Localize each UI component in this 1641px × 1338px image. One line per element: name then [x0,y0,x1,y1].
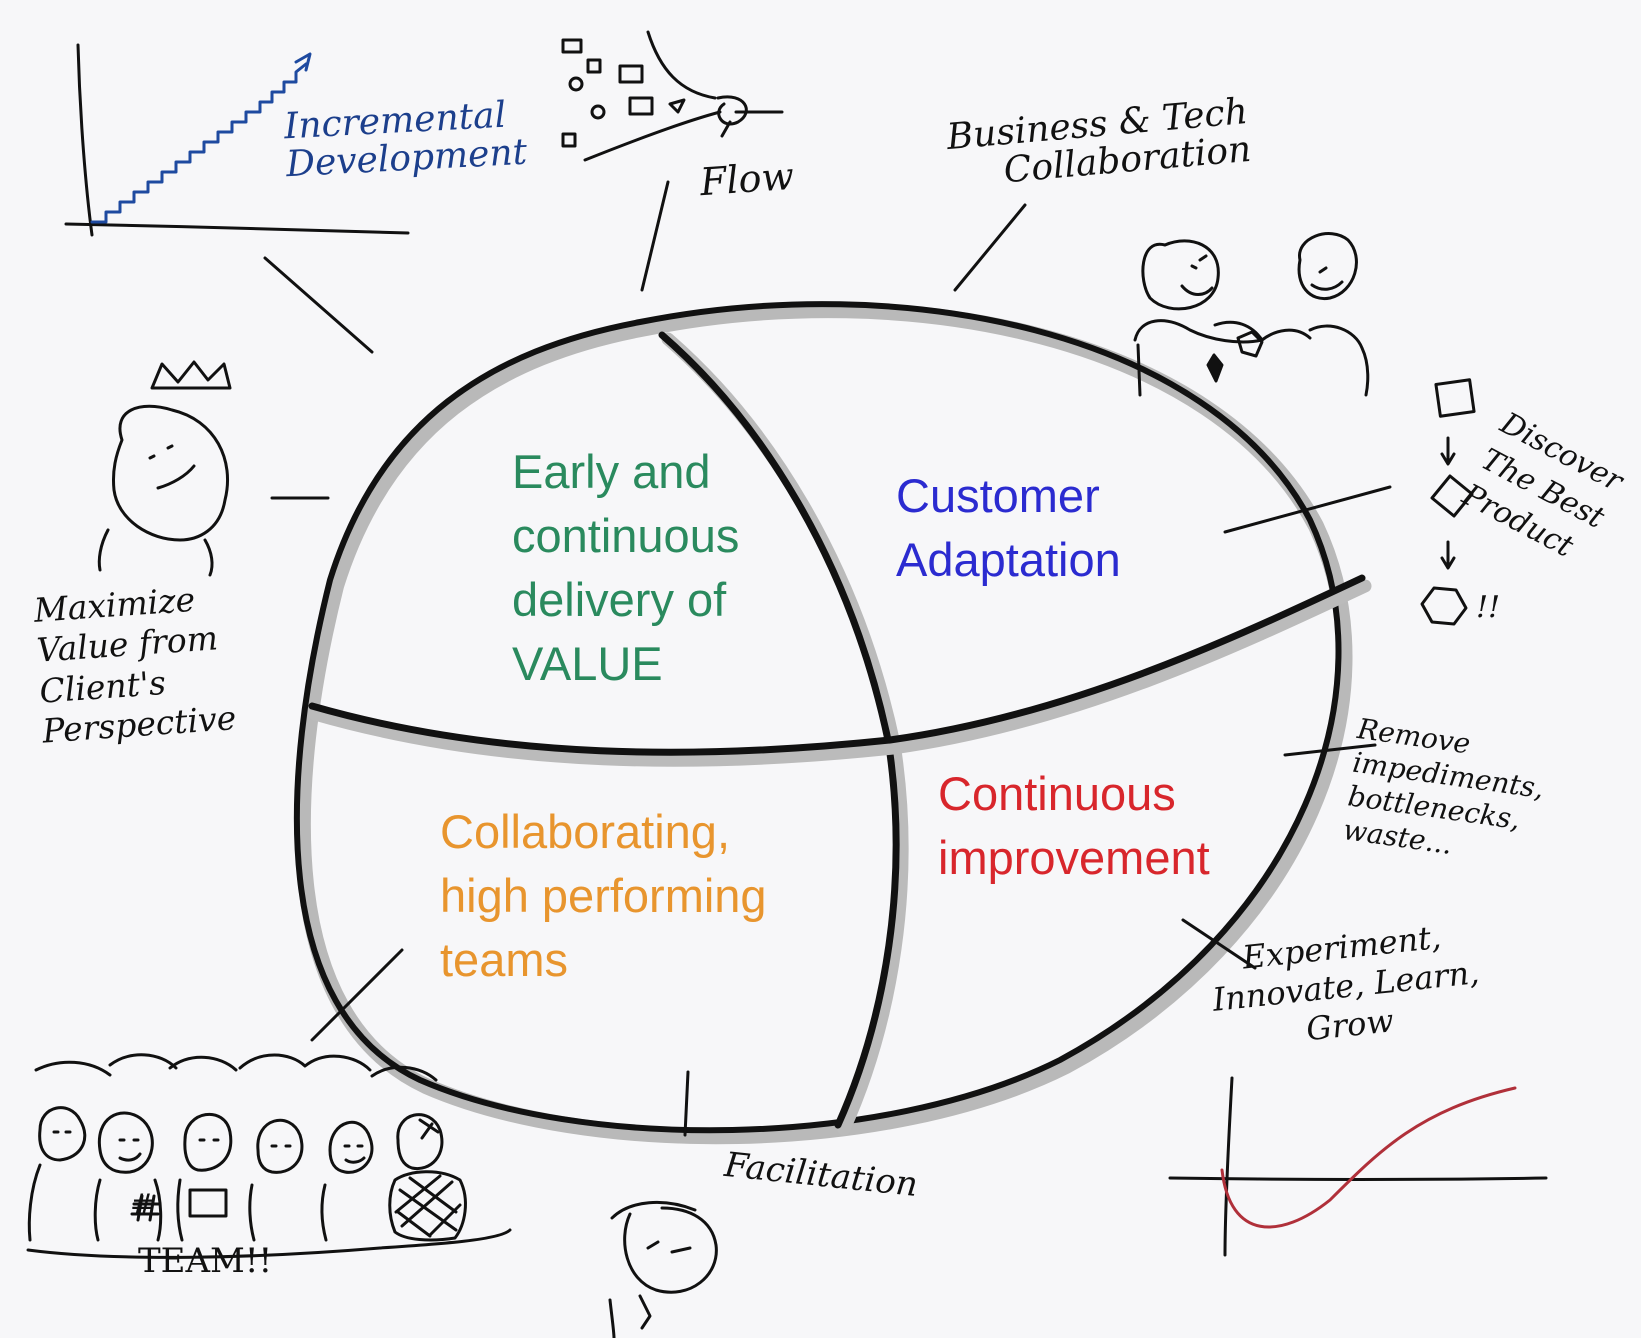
team-crowd-icon [26,1053,512,1259]
horizontal-divider [308,574,1372,767]
growth-curve-chart [1168,1076,1548,1257]
handshake-people-icon [1133,232,1370,397]
quadrant-early-continuous-delivery: Early and continuous delivery of VALUE [512,445,740,690]
king-person-icon [97,360,232,577]
flow-funnel-icon [561,30,784,162]
central-oval [293,301,1353,1145]
label-remove-impediments: Remove impediments, bottlenecks, waste..… [1341,712,1546,862]
label-maximize-value: Maximize Value from Client's Perspective [32,579,238,751]
quadrant-customer-adaptation: Customer Adaptation [896,469,1121,586]
incremental-chart [64,43,410,237]
label-team-hash: # [130,1188,156,1223]
quadrant-continuous-improvement: Continuous improvement [938,767,1210,884]
label-flow: Flow [698,153,796,205]
connector-lines [263,180,1392,1137]
label-incremental-development: Incremental Development [283,94,529,186]
facilitator-icon [608,1200,718,1338]
discover-shapes-icon [1420,378,1476,626]
quadrant-collaborating-teams: Collaborating, high performing teams [440,805,767,986]
label-discover-mark: !! [1476,590,1501,625]
label-team: TEAM!! [138,1241,273,1281]
